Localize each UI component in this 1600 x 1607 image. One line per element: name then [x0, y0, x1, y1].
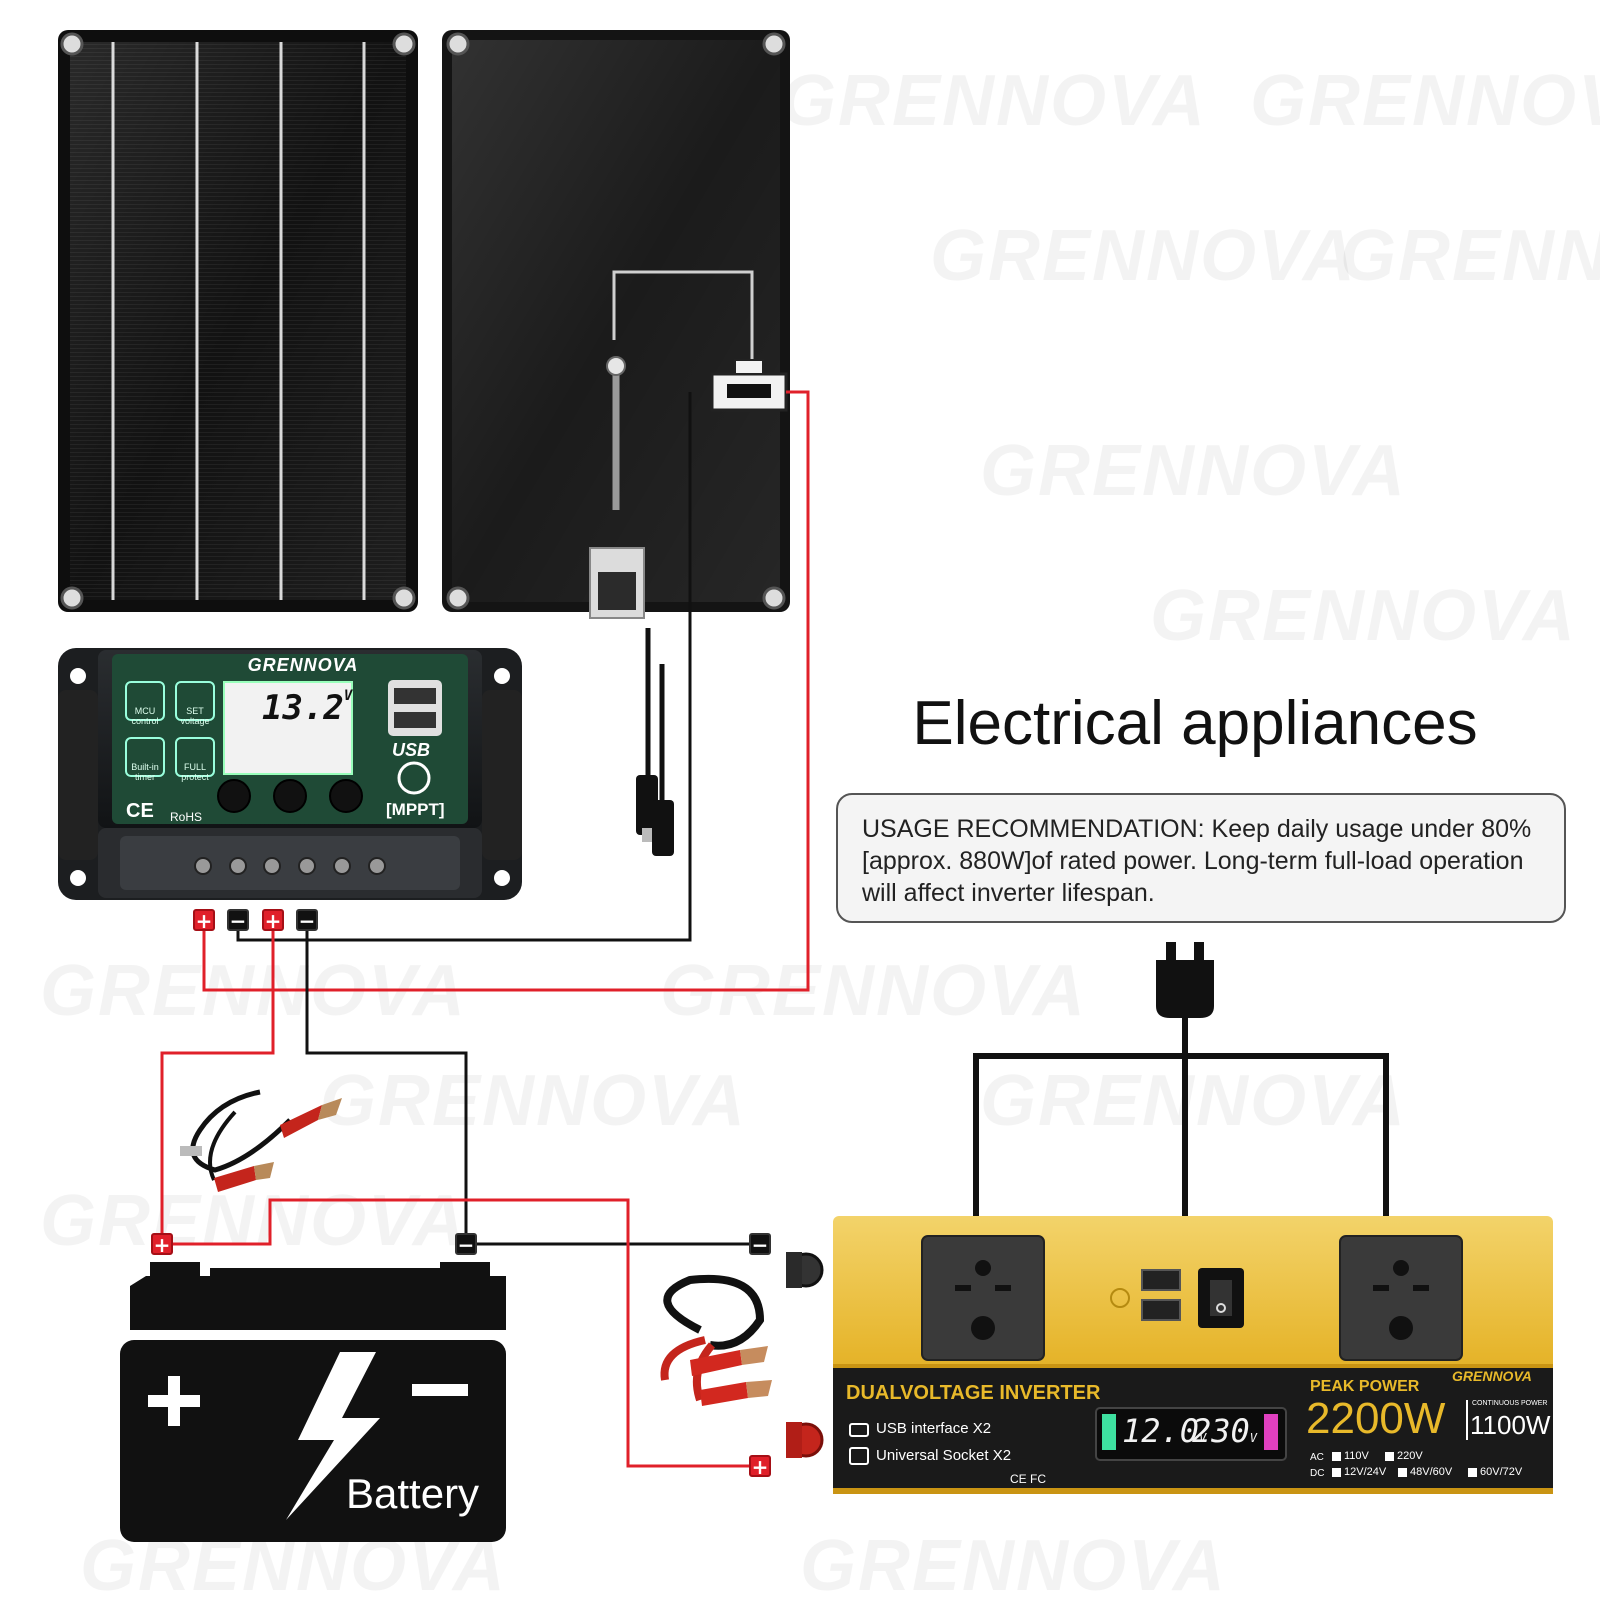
dc-option: 12V/24V — [1344, 1466, 1387, 1478]
page-title: Electrical appliances — [912, 689, 1478, 758]
appliance-plug — [973, 942, 1389, 1216]
continuous-power-label: CONTINUOUS POWER — [1472, 1400, 1548, 1407]
peak-power-value: 2200W — [1306, 1394, 1446, 1443]
usage-recommendation-box: USAGE RECOMMENDATION: Keep daily usage u… — [836, 793, 1566, 923]
clock-icon: Built-in timer — [131, 762, 159, 782]
solar-panel-back — [442, 30, 790, 619]
battery — [120, 1262, 506, 1542]
inverter-clamp-cable — [660, 1274, 772, 1406]
ac-option: 110V — [1344, 1450, 1369, 1462]
alligator-clamp-cable — [180, 1089, 342, 1192]
battery-terminal-negative: − — [455, 1233, 477, 1255]
ac-label: AC — [1310, 1452, 1324, 1463]
inverter-feature-usb: USB interface X2 — [876, 1420, 992, 1437]
inverter-title: DUALVOLTAGE INVERTER — [846, 1382, 1101, 1404]
controller-terminal-negative: − — [227, 909, 249, 931]
battery-terminal-positive: + — [151, 1233, 173, 1255]
inverter — [786, 1216, 1553, 1494]
solar-panel-front — [58, 30, 418, 612]
controller-brand: GRENNOVA — [247, 655, 359, 675]
mppt-label: [MPPT] — [386, 800, 445, 819]
certification-marks: CE FC — [1010, 1472, 1046, 1486]
usb-label: USB — [392, 740, 431, 760]
lock-icon: FULL protect — [181, 762, 209, 782]
controller-terminal-negative: − — [296, 909, 318, 931]
controller-lcd-reading: 13.2V — [262, 688, 353, 728]
inverter-brand: GRENNOVA — [1452, 1368, 1532, 1384]
extension-cables — [636, 628, 674, 856]
inverter-feature-socket: Universal Socket X2 — [876, 1447, 1012, 1464]
charge-controller — [58, 648, 522, 900]
dc-option: 48V/60V — [1410, 1466, 1453, 1478]
controller-terminal-positive: + — [193, 909, 215, 931]
controller-terminal-positive: + — [262, 909, 284, 931]
inverter-display-battery-voltage: 12.0V — [1122, 1412, 1207, 1450]
inverter-display-output-voltage: 230V — [1192, 1412, 1258, 1450]
rohs-mark: RoHS — [170, 810, 203, 824]
dc-label: DC — [1310, 1468, 1325, 1479]
controller-to-battery-wires — [160, 920, 468, 1242]
inverter-terminal-positive: + — [749, 1455, 771, 1477]
battery-to-inverter-wires — [162, 1198, 760, 1468]
battery-label: Battery — [346, 1470, 480, 1517]
mcu-icon: MCU control — [131, 706, 159, 726]
inverter-terminal-negative: − — [749, 1233, 771, 1255]
continuous-power-value: 1100W — [1470, 1410, 1551, 1440]
ac-option: 220V — [1397, 1450, 1423, 1462]
ce-mark: CE — [126, 800, 154, 822]
dc-option: 60V/72V — [1480, 1466, 1523, 1478]
peak-power-label: PEAK POWER — [1310, 1378, 1420, 1395]
gear-icon: SET voltage — [180, 706, 210, 726]
